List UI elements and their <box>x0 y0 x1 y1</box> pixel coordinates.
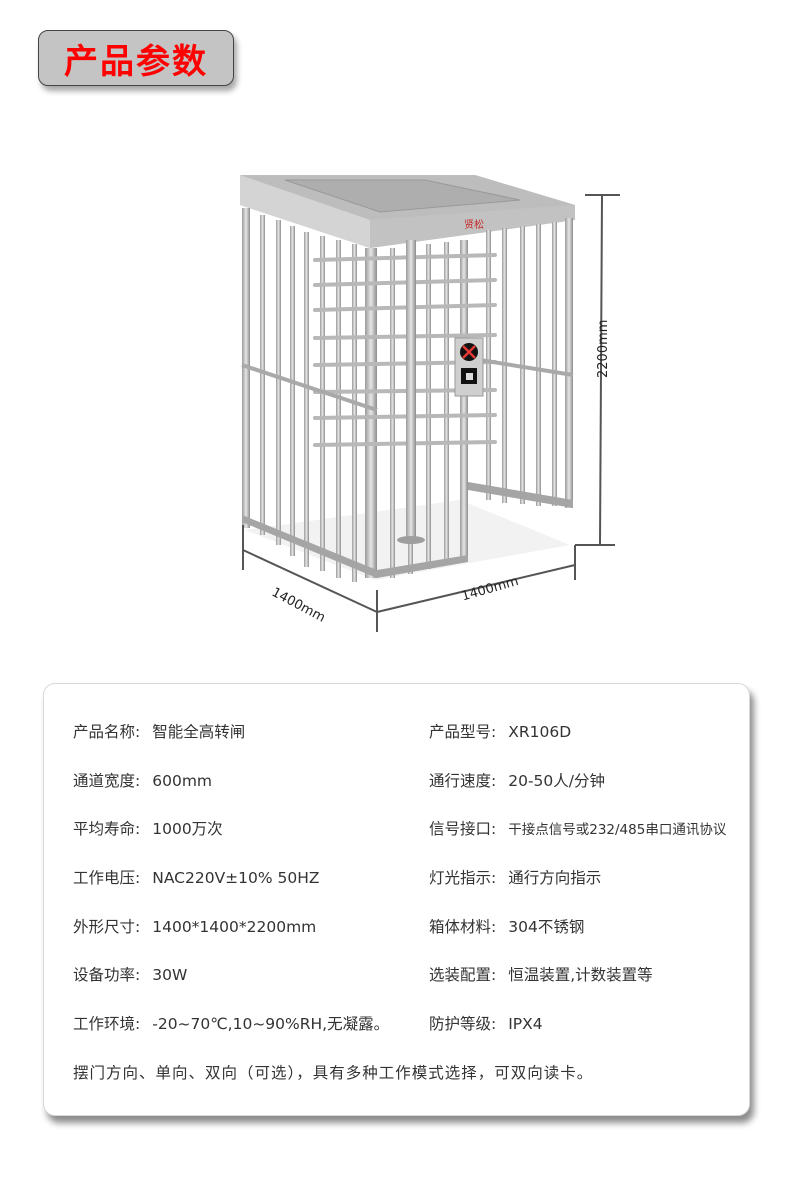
spec-label: 平均寿命: <box>73 820 141 838</box>
spec-row: 通道宽度: 600mm <box>73 769 212 791</box>
spec-card: 产品名称: 智能全高转闸 通道宽度: 600mm 平均寿命: 1000万次 工作电压:… <box>43 683 750 1116</box>
spec-label: 设备功率: <box>73 966 141 984</box>
spec-label: 防护等级: <box>429 1015 497 1033</box>
spec-label: 产品名称: <box>73 723 141 741</box>
spec-value: XR106D <box>508 723 572 741</box>
spec-row: 箱体材料: 304不锈钢 <box>429 915 584 937</box>
spec-label: 外形尺寸: <box>73 918 141 936</box>
spec-label: 工作电压: <box>73 869 141 887</box>
spec-row: 工作电压: NAC220V±10% 50HZ <box>73 866 320 888</box>
spec-row: 外形尺寸: 1400*1400*2200mm <box>73 915 316 937</box>
spec-row: 设备功率: 30W <box>73 963 187 985</box>
spec-label: 工作环境: <box>73 1015 141 1033</box>
spec-value: 30W <box>152 966 188 984</box>
spec-label: 产品型号: <box>429 723 497 741</box>
spec-value: IPX4 <box>508 1015 543 1033</box>
spec-label: 信号接口: <box>429 820 497 838</box>
spec-value: 1000万次 <box>152 820 223 838</box>
spec-label: 通行速度: <box>429 772 497 790</box>
spec-label: 选装配置: <box>429 966 497 984</box>
svg-text:贤松: 贤松 <box>464 218 484 231</box>
spec-value: 20-50人/分钟 <box>508 772 605 790</box>
spec-value: 304不锈钢 <box>508 918 585 936</box>
spec-value: 1400*1400*2200mm <box>152 918 317 936</box>
spec-label: 灯光指示: <box>429 869 497 887</box>
spec-row: 工作环境: -20~70℃,10~90%RH,无凝露。 <box>73 1012 389 1034</box>
spec-value: 智能全高转闸 <box>152 723 246 741</box>
spec-row: 平均寿命: 1000万次 <box>73 817 223 839</box>
spec-value: 600mm <box>152 772 213 790</box>
spec-value: 通行方向指示 <box>508 869 602 887</box>
spec-row: 产品名称: 智能全高转闸 <box>73 720 245 742</box>
spec-row: 灯光指示: 通行方向指示 <box>429 866 601 888</box>
height-dimension-label: 2200mm <box>596 319 611 378</box>
card-reader-panel <box>454 337 484 397</box>
spec-value: -20~70℃,10~90%RH,无凝露。 <box>152 1015 390 1033</box>
spec-label: 箱体材料: <box>429 918 497 936</box>
spec-row: 产品型号: XR106D <box>429 720 571 742</box>
spec-label: 通道宽度: <box>73 772 141 790</box>
product-image: 贤松 <box>230 160 650 640</box>
spec-value: 干接点信号或232/485串口通讯协议 <box>508 822 727 838</box>
spec-row: 信号接口: 干接点信号或232/485串口通讯协议 <box>429 817 726 839</box>
spec-value: 恒温装置,计数装置等 <box>508 966 653 984</box>
section-title-badge: 产品参数 <box>38 30 234 86</box>
spec-footnote: 摆门方向、单向、双向（可选），具有多种工作模式选择，可双向读卡。 <box>73 1064 594 1082</box>
spec-row: 通行速度: 20-50人/分钟 <box>429 769 605 791</box>
spec-row: 防护等级: IPX4 <box>429 1012 543 1034</box>
section-title: 产品参数 <box>64 41 208 82</box>
spec-row: 选装配置: 恒温装置,计数装置等 <box>429 963 653 985</box>
spec-value: NAC220V±10% 50HZ <box>152 869 320 887</box>
